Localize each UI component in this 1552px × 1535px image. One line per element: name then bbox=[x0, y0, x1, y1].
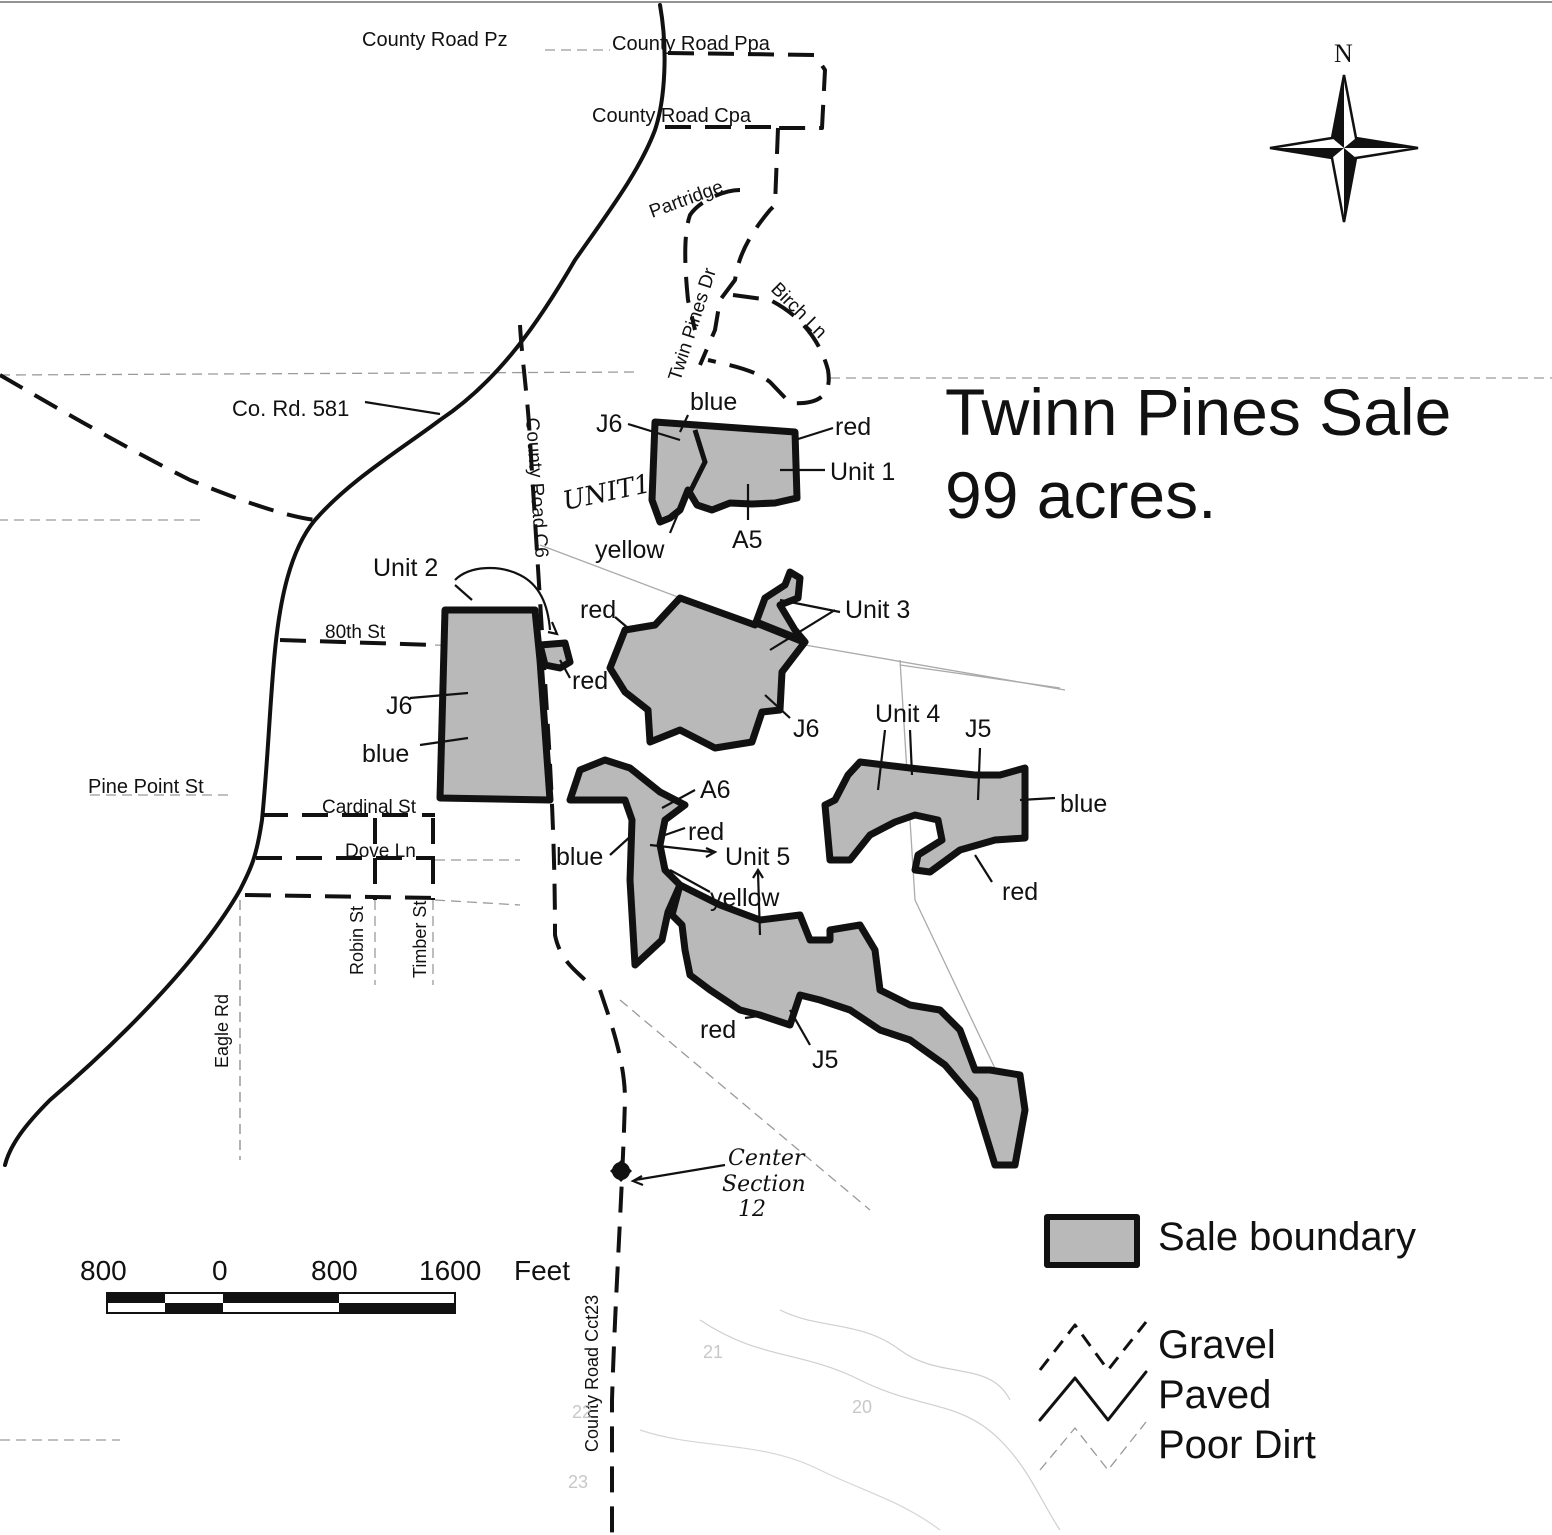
north-arrow: N bbox=[1269, 39, 1419, 223]
unit-1-polygon bbox=[648, 418, 801, 526]
label-unit5-red: red bbox=[688, 818, 724, 846]
dirt-roads bbox=[90, 49, 610, 1160]
label-timber-st: Timber St bbox=[410, 901, 430, 978]
unit-4-polygon bbox=[821, 758, 1029, 876]
label-eagle-rd: Eagle Rd bbox=[212, 994, 232, 1068]
legend-sale-boundary-label: Sale boundary bbox=[1158, 1215, 1416, 1259]
legend-poor-dirt-label: Poor Dirt bbox=[1158, 1423, 1316, 1467]
label-partridge: Partridge bbox=[647, 177, 727, 223]
unit-5-lower-polygon bbox=[668, 881, 1029, 1169]
label-unit5-blue: blue bbox=[556, 843, 603, 871]
scale-tick-800-right: 800 bbox=[311, 1255, 358, 1286]
label-unit4-red: red bbox=[1002, 878, 1038, 906]
center-section-line3: 12 bbox=[738, 1197, 766, 1222]
section-number-23: 23 bbox=[568, 1472, 588, 1492]
label-unit2-blue: blue bbox=[362, 740, 409, 768]
label-unit3-name: Unit 3 bbox=[845, 596, 910, 624]
center-section-line2: Section bbox=[722, 1172, 806, 1197]
label-unit1-handwritten: UNIT1 bbox=[560, 469, 653, 517]
label-county-road-cpa: County Road Cpa bbox=[592, 105, 752, 127]
label-county-road-ppa: County Road Ppa bbox=[612, 33, 771, 55]
label-co-rd-581: Co. Rd. 581 bbox=[232, 396, 349, 421]
label-unit5-yellow: yellow bbox=[710, 884, 780, 912]
label-robin-st: Robin St bbox=[347, 906, 367, 975]
paved-roads bbox=[3, 3, 667, 1167]
legend-paved-symbol bbox=[1038, 1370, 1148, 1422]
label-unit1-red: red bbox=[835, 413, 871, 441]
label-unit4-name: Unit 4 bbox=[875, 700, 940, 728]
legend-poor-dirt-symbol bbox=[1039, 1421, 1147, 1472]
section-number-20: 20 bbox=[852, 1397, 872, 1417]
label-unit3-j6: J6 bbox=[793, 715, 819, 743]
center-section-label: Center Section 12 bbox=[722, 1146, 806, 1222]
scale-tick-1600: 1600 bbox=[419, 1255, 481, 1286]
scale-tick-0: 0 bbox=[212, 1255, 228, 1286]
label-pine-point-st: Pine Point St bbox=[88, 776, 204, 798]
label-unit1-a5: A5 bbox=[732, 526, 763, 554]
center-section-line1: Center bbox=[728, 1146, 806, 1171]
scale-unit: Feet bbox=[514, 1255, 570, 1286]
scale-bar: 800 0 800 1600 Feet bbox=[80, 1255, 570, 1314]
map-title-block: Twinn Pines Sale 99 acres. bbox=[945, 375, 1451, 532]
map-title: Twinn Pines Sale bbox=[945, 375, 1451, 449]
section-number-22: 22 bbox=[572, 1402, 592, 1422]
legend-sale-boundary-swatch bbox=[1044, 1214, 1140, 1268]
label-unit3-red: red bbox=[580, 596, 616, 624]
unit-labels: J6 blue red Unit 1 A5 yellow UNIT1 Unit … bbox=[362, 388, 1107, 1074]
label-unit5-a6: A6 bbox=[700, 776, 731, 804]
scale-tick-800-left: 800 bbox=[80, 1255, 127, 1286]
label-unit1-yellow: yellow bbox=[595, 536, 665, 564]
label-dove-ln: Dove Ln bbox=[345, 841, 416, 862]
label-unit5-name: Unit 5 bbox=[725, 843, 790, 871]
map-subtitle: 99 acres. bbox=[945, 458, 1216, 532]
label-unit5-j5: J5 bbox=[812, 1046, 838, 1074]
label-80th-st: 80th St bbox=[325, 622, 386, 643]
label-unit2-name: Unit 2 bbox=[373, 554, 438, 582]
label-leaders bbox=[364, 400, 1056, 1187]
label-county-road-c6: County Road C6 bbox=[521, 417, 552, 559]
label-county-road-cct23: County Road Cct23 bbox=[582, 1295, 602, 1452]
center-section-marker bbox=[610, 1160, 632, 1182]
legend: Sale boundary Gravel Paved Poor Dirt bbox=[1038, 1214, 1416, 1472]
label-unit4-blue: blue bbox=[1060, 790, 1107, 818]
label-unit4-j5: J5 bbox=[965, 715, 991, 743]
section-number-21: 21 bbox=[703, 1342, 723, 1362]
north-label: N bbox=[1334, 39, 1353, 68]
legend-gravel-symbol bbox=[1038, 1321, 1148, 1372]
label-unit5-red2: red bbox=[700, 1016, 736, 1044]
label-unit2-j6: J6 bbox=[386, 692, 412, 720]
label-county-road-pz: County Road Pz bbox=[362, 29, 508, 51]
legend-gravel-label: Gravel bbox=[1158, 1323, 1276, 1367]
label-unit1-blue: blue bbox=[690, 388, 737, 416]
section-numbers: 21 20 22 23 bbox=[568, 1342, 872, 1492]
unit-2-small-polygon bbox=[536, 639, 574, 672]
label-twin-pines-dr: Twin Pines Dr bbox=[665, 265, 721, 384]
label-unit2-red: red bbox=[572, 667, 608, 695]
label-birch-ln: Birch Ln bbox=[766, 279, 830, 343]
label-cardinal-st: Cardinal St bbox=[322, 797, 417, 818]
label-unit1-name: Unit 1 bbox=[830, 458, 895, 486]
unit-3-polygon bbox=[606, 568, 809, 752]
gravel-roads bbox=[0, 51, 831, 1535]
legend-paved-label: Paved bbox=[1158, 1373, 1271, 1417]
unit-2-polygon bbox=[436, 606, 554, 804]
label-unit1-j6: J6 bbox=[596, 410, 622, 438]
sale-units bbox=[436, 418, 1029, 1169]
road-co-rd-581 bbox=[3, 3, 667, 1167]
